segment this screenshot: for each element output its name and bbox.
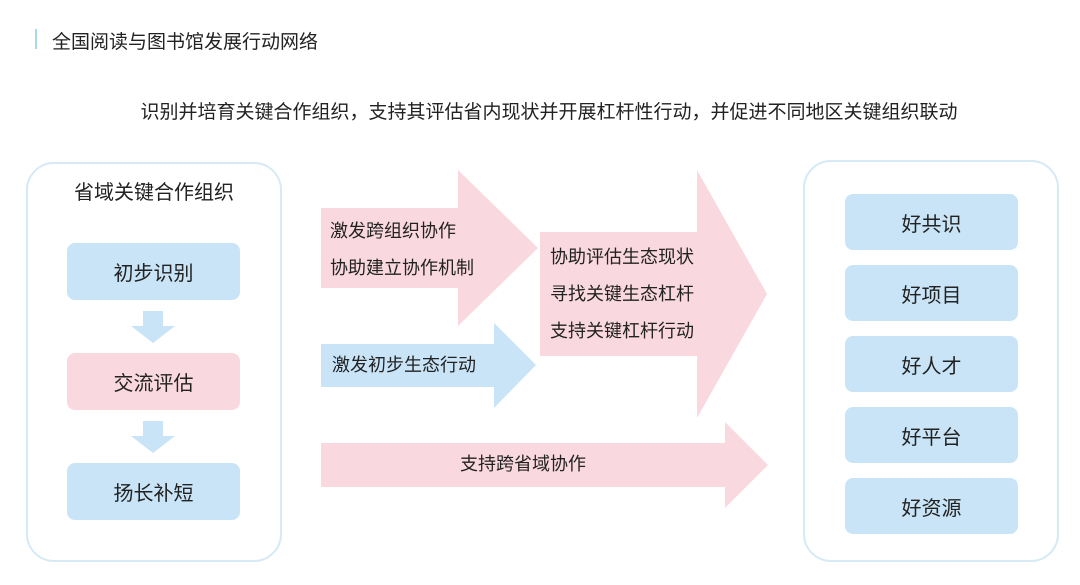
arrow-3-line-2: 寻找关键生态杠杆	[550, 284, 694, 305]
title-accent-bar	[35, 29, 37, 49]
step-exchange-evaluate: 交流评估	[67, 353, 240, 410]
arrow-3-line-3: 支持关键杠杆行动	[550, 321, 694, 342]
page-title: 全国阅读与图书馆发展行动网络	[52, 31, 319, 53]
arrow-4-text: 支持跨省域协作	[460, 454, 586, 475]
subtitle: 识别并培育关键合作组织，支持其评估省内现状并开展杠杆性行动，并促进不同地区关键组…	[140, 101, 958, 123]
arrow-1-line-2: 协助建立协作机制	[330, 258, 474, 279]
arrow-3-text: 协助评估生态现状 寻找关键生态杠杆 支持关键杠杆行动	[550, 239, 694, 350]
arrow-1-text: 激发跨组织协作 协助建立协作机制	[330, 213, 474, 287]
left-panel-title: 省域关键合作组织	[74, 180, 234, 204]
down-arrow-1	[131, 311, 175, 343]
outcome-talent: 好人才	[845, 336, 1018, 392]
arrow-1-line-1: 激发跨组织协作	[330, 221, 456, 242]
outcome-platform: 好平台	[845, 407, 1018, 463]
step-initial-identify: 初步识别	[67, 243, 240, 300]
down-arrow-2	[131, 421, 175, 453]
outcome-resources: 好资源	[845, 478, 1018, 534]
outcome-consensus: 好共识	[845, 194, 1018, 250]
outcome-projects: 好项目	[845, 265, 1018, 321]
arrow-2-shape	[321, 323, 536, 408]
arrow-3-shape	[540, 170, 767, 418]
step-strengthen: 扬长补短	[67, 463, 240, 520]
arrow-4-shape	[321, 422, 768, 508]
arrow-2-text: 激发初步生态行动	[332, 355, 476, 376]
arrow-1-shape	[321, 170, 538, 326]
arrow-3-line-1: 协助评估生态现状	[550, 247, 694, 268]
